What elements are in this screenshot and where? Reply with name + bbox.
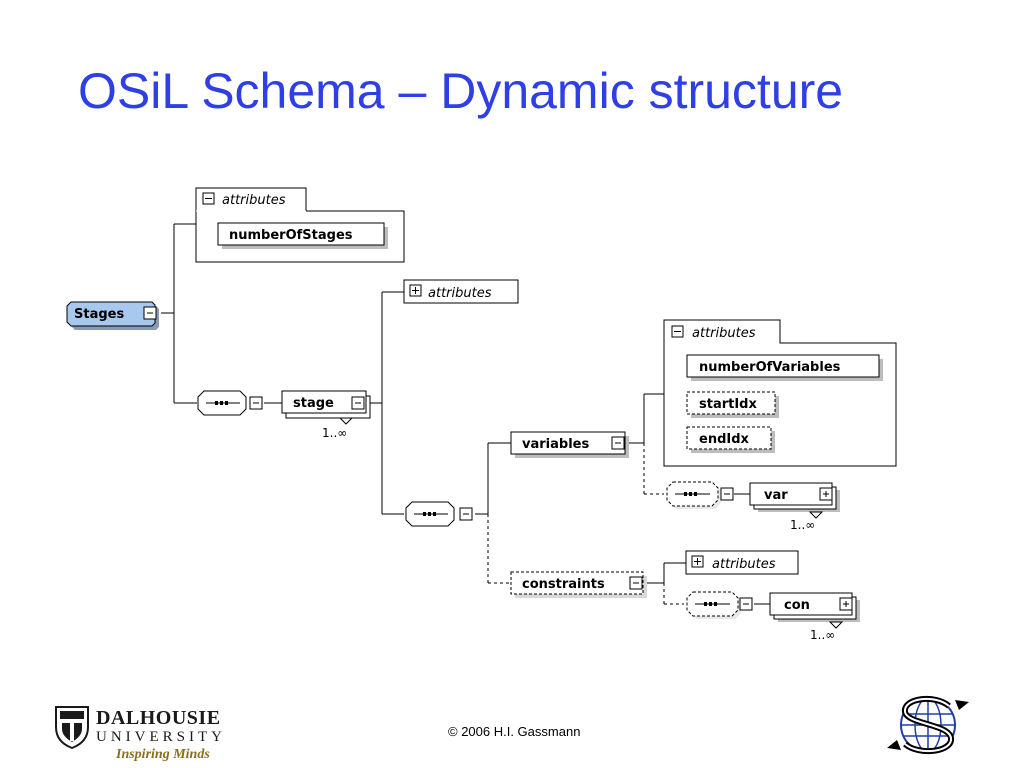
logo-name-line2: UNIVERSITY [96, 729, 226, 745]
var-label: var [764, 488, 788, 503]
con-expand-toggle[interactable] [839, 597, 853, 611]
sequence-compositor[interactable] [405, 501, 455, 527]
optional-connector-lines [487, 443, 684, 605]
constraints-attributes-group[interactable]: attributes [685, 550, 799, 575]
sequence-compositor[interactable] [666, 481, 721, 509]
slide-footer: © 2006 H.I. Gassmann [448, 724, 581, 739]
attribute-numberofstages[interactable]: numberOfStages [217, 222, 388, 249]
variables-attributes-group: attributes numberOfVariables startIdx en… [663, 319, 897, 467]
attribute-name: endIdx [699, 432, 750, 447]
sequence-collapse-toggle[interactable] [459, 507, 473, 521]
attribute-numberofvariables[interactable]: numberOfVariables [686, 354, 883, 381]
connector-lines [161, 223, 770, 605]
globe-emblem-icon [887, 695, 969, 755]
attributes-label: attributes [692, 326, 756, 341]
con-element[interactable]: con [769, 592, 860, 629]
stage-attributes-group[interactable]: attributes [403, 279, 519, 304]
attribute-name: numberOfStages [229, 228, 353, 243]
constraints-label: constraints [522, 577, 605, 592]
sequence-collapse-toggle[interactable] [739, 597, 753, 611]
attributes-label: attributes [428, 286, 492, 301]
attributes-label: attributes [712, 557, 776, 572]
variables-collapse-toggle[interactable] [611, 436, 625, 450]
var-multiplicity: 1..∞ [790, 518, 815, 532]
stages-collapse-toggle[interactable] [143, 306, 157, 320]
attribute-name: startIdx [699, 397, 757, 412]
attributes-collapse-toggle[interactable] [671, 325, 684, 338]
sequence-collapse-toggle[interactable] [249, 396, 263, 410]
sequence-collapse-toggle[interactable] [720, 487, 734, 501]
stage-multiplicity: 1..∞ [322, 426, 347, 440]
logo-name-line1: DALHOUSIE [96, 707, 221, 729]
logo-tagline: Inspiring Minds [116, 747, 210, 762]
attributes-collapse-toggle[interactable] [202, 192, 215, 205]
constraints-element[interactable]: constraints [510, 571, 647, 598]
stages-root-node[interactable]: Stages [66, 301, 159, 330]
stage-label: stage [293, 396, 334, 411]
sequence-compositor[interactable] [686, 591, 741, 619]
attribute-startidx[interactable]: startIdx [686, 391, 779, 418]
stages-label: Stages [74, 307, 124, 322]
stage-collapse-toggle[interactable] [351, 396, 365, 410]
stage-element[interactable]: stage [281, 390, 371, 425]
variables-label: variables [522, 437, 589, 452]
con-label: con [784, 598, 810, 613]
attribute-name: numberOfVariables [699, 360, 841, 375]
con-multiplicity: 1..∞ [810, 628, 835, 642]
attributes-label: attributes [222, 193, 286, 208]
sequence-compositor[interactable] [197, 390, 247, 416]
constraints-collapse-toggle[interactable] [629, 576, 643, 590]
variables-element[interactable]: variables [510, 431, 629, 458]
shield-icon [55, 706, 89, 749]
var-expand-toggle[interactable] [819, 487, 833, 501]
attribute-endidx[interactable]: endIdx [686, 426, 775, 453]
slide-title: OSiL Schema – Dynamic structure [78, 63, 844, 119]
dalhousie-logo: DALHOUSIE UNIVERSITY Inspiring Minds [54, 705, 234, 765]
stages-attributes-group: attributes numberOfStages [195, 187, 405, 263]
